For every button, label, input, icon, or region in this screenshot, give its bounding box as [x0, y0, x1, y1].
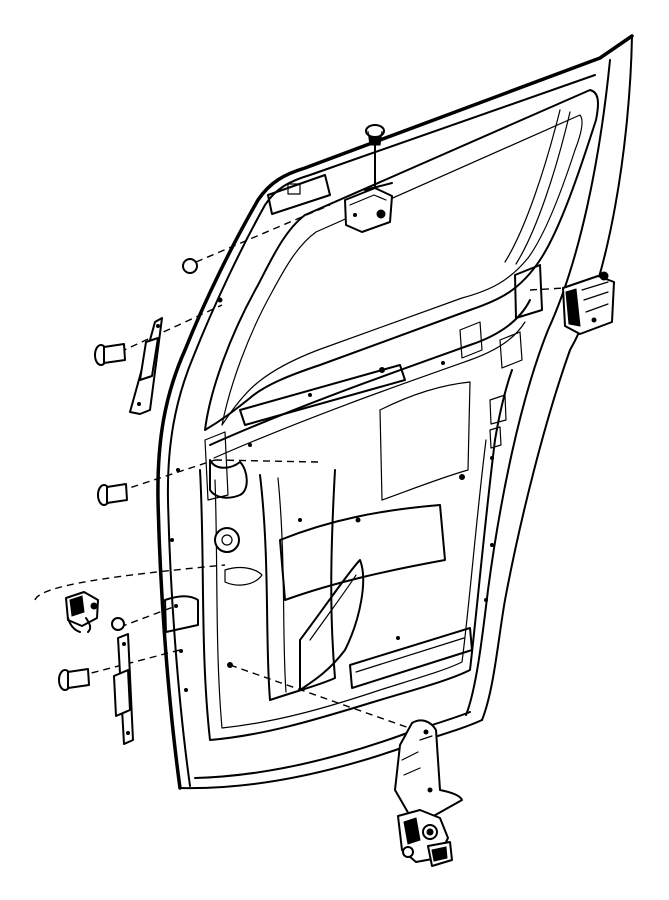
rear-latch	[562, 271, 615, 335]
door-shell	[156, 34, 634, 790]
nut-upper	[182, 258, 198, 274]
front-striker-plate-upper	[129, 317, 163, 415]
bolt-middle	[97, 483, 128, 506]
bolt-lower	[58, 668, 90, 691]
latch-actuator	[65, 591, 99, 633]
front-striker-plate-lower	[113, 633, 134, 745]
lower-hinge-roller-assembly	[394, 719, 463, 867]
bolt-upper	[94, 343, 126, 366]
upper-hinge-bracket	[344, 182, 393, 233]
nut-lower	[111, 617, 125, 631]
upper-roller	[365, 124, 385, 191]
